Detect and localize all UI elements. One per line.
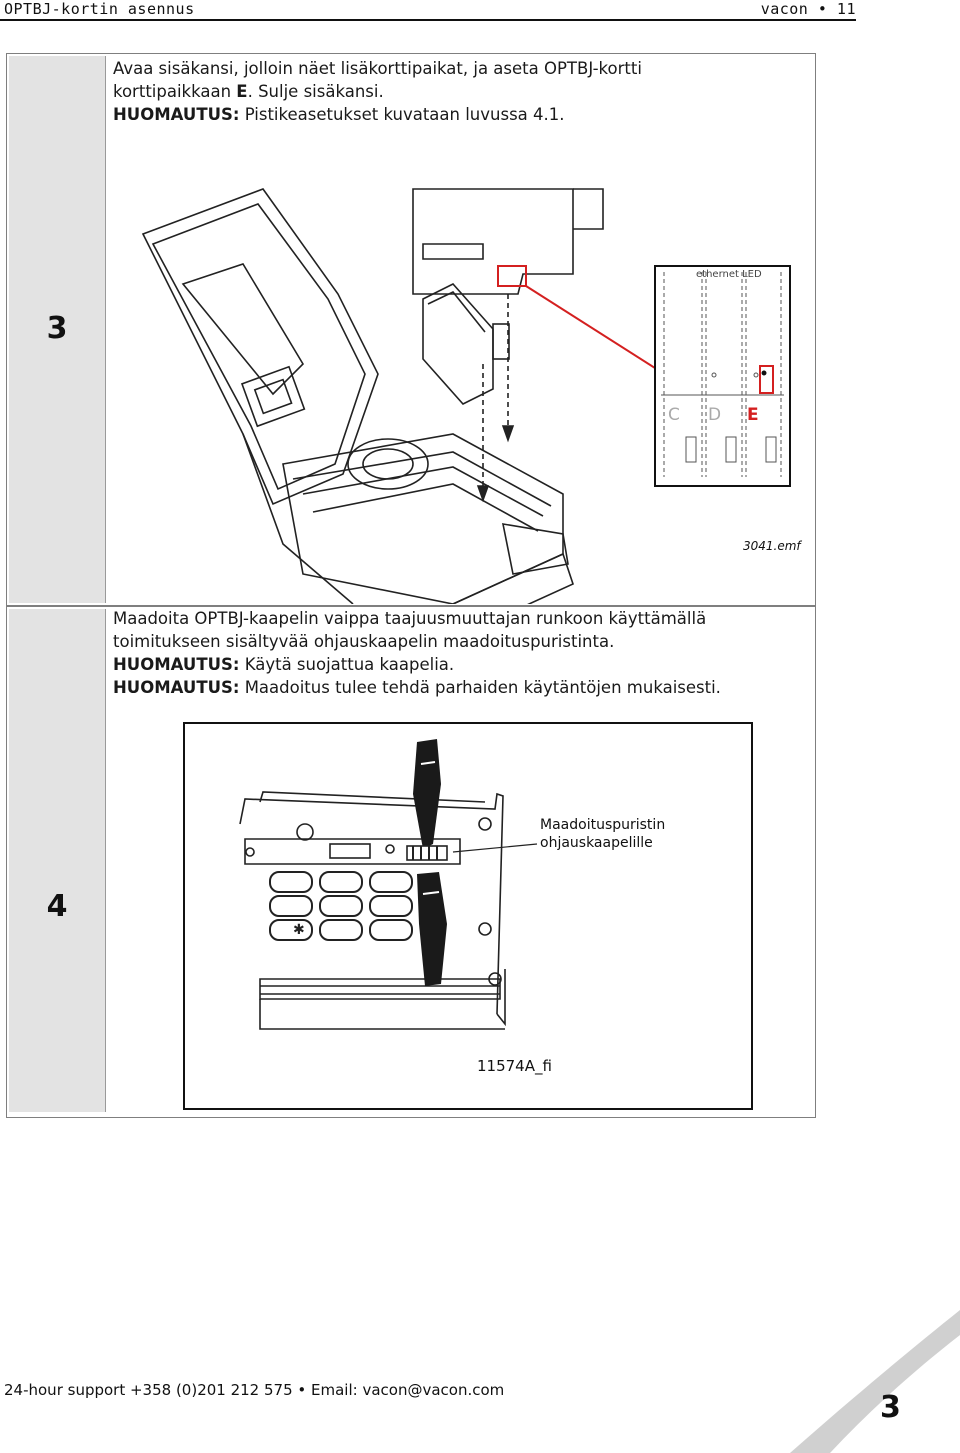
header-rule — [0, 19, 856, 21]
step-4-line2: toimitukseen sisältyvää ohjauskaapelin m… — [113, 632, 615, 651]
step-3-note: HUOMAUTUS: Pistikeasetukset kuvataan luv… — [113, 105, 565, 124]
step-3-number: 3 — [46, 311, 68, 346]
slot-zoom-drawing — [661, 272, 784, 477]
step-3-number-cell: 3 — [9, 56, 106, 603]
step-4-note1: HUOMAUTUS: Käytä suojattua kaapelia. — [113, 655, 455, 674]
figure-id-11574: 11574A_fi — [477, 1057, 552, 1075]
step-3-row: 3 Avaa sisäkansi, jolloin näet lisäkortt… — [7, 54, 815, 606]
step-3-line1: Avaa sisäkansi, jolloin näet lisäkorttip… — [113, 59, 642, 78]
slot-e-ref: E — [236, 82, 248, 101]
figure-id-3041: 3041.emf — [743, 539, 801, 553]
callout-line1: Maadoituspuristin — [540, 817, 666, 833]
row-separator — [7, 605, 815, 607]
grounding-clamp-drawing: ✱ — [239, 739, 538, 1030]
board-label: ethernet LED — [696, 269, 762, 280]
steps-table: 3 Avaa sisäkansi, jolloin näet lisäkortt… — [6, 53, 816, 1118]
note-label: HUOMAUTUS: — [113, 678, 240, 697]
page-number: 3 — [880, 1390, 901, 1425]
step-4-row: 4 Maadoita OPTBJ-kaapelin vaippa taajuus… — [7, 607, 815, 1116]
step-3-text: Avaa sisäkansi, jolloin näet lisäkorttip… — [113, 57, 803, 126]
slot-c-label: C — [668, 405, 680, 425]
page-header: OPTBJ-kortin asennus vacon • 11 — [0, 0, 960, 24]
drive-option-board-drawing — [141, 188, 744, 604]
footer-support: 24-hour support +358 (0)201 212 575 • Em… — [4, 1381, 505, 1399]
note-label: HUOMAUTUS: — [113, 655, 240, 674]
slot-d-label: D — [708, 405, 722, 425]
section-title: OPTBJ-kortin asennus — [4, 0, 195, 18]
grounding-figure: ✱ — [183, 722, 753, 1110]
step-3-line2: korttipaikkaan E. Sulje sisäkansi. — [113, 82, 384, 101]
callout-line2: ohjauskaapelille — [540, 835, 653, 851]
step-4-number-cell: 4 — [9, 609, 106, 1112]
svg-text:✱: ✱ — [293, 922, 305, 938]
brand-page: vacon • 11 — [760, 0, 856, 18]
slot-e-label: E — [747, 405, 759, 425]
step-4-number: 4 — [46, 889, 68, 924]
step-4-text: Maadoita OPTBJ-kaapelin vaippa taajuusmu… — [113, 607, 808, 699]
slot-zoom-box: ethernet LED C D E — [654, 265, 791, 487]
note-label: HUOMAUTUS: — [113, 105, 240, 124]
step-4-line1: Maadoita OPTBJ-kaapelin vaippa taajuusmu… — [113, 609, 707, 628]
corner-swoosh — [790, 1310, 960, 1453]
step-4-note2: HUOMAUTUS: Maadoitus tulee tehdä parhaid… — [113, 678, 721, 697]
